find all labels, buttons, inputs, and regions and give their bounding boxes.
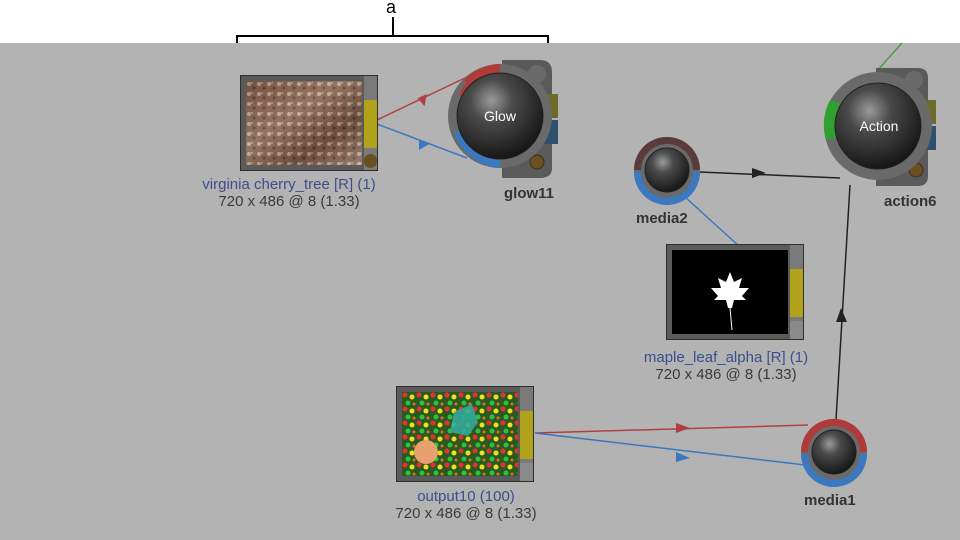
- clip-output-label: output10 (100) 720 x 486 @ 8 (1.33): [356, 488, 576, 522]
- clip-thumbnail: [402, 392, 518, 476]
- clip-maple-name: maple_leaf_alpha [R] (1): [643, 349, 809, 366]
- clip-side-tab[interactable]: [790, 245, 803, 339]
- clip-output10[interactable]: [396, 386, 534, 482]
- callout-area: a: [0, 0, 960, 58]
- clip-maple-label: maple_leaf_alpha [R] (1) 720 x 486 @ 8 (…: [612, 349, 840, 383]
- clip-cherry-info: 720 x 486 @ 8 (1.33): [218, 193, 360, 210]
- callout-letter: a: [386, 0, 397, 17]
- clip-maple-info: 720 x 486 @ 8 (1.33): [655, 366, 797, 383]
- cherry-tree-image: [246, 81, 362, 165]
- clip-thumbnail: [246, 81, 362, 165]
- clip-cherry-label: virginia cherry_tree [R] (1) 720 x 486 @…: [184, 176, 394, 210]
- maple-leaf-image: [711, 272, 749, 331]
- clip-side-tab[interactable]: [364, 76, 377, 170]
- glow-node-name: glow11: [504, 185, 555, 202]
- clip-cherry-name: virginia cherry_tree [R] (1): [202, 176, 376, 193]
- clip-output-info: 720 x 486 @ 8 (1.33): [395, 505, 537, 522]
- output-image: [402, 392, 518, 476]
- callout-stem: [392, 17, 394, 35]
- clip-thumbnail: [672, 250, 788, 334]
- clip-side-tab[interactable]: [520, 387, 533, 481]
- action-node-name: action6: [884, 193, 937, 210]
- clip-output-name: output10 (100): [417, 488, 515, 505]
- media1-node-name: media1: [804, 492, 856, 509]
- clip-maple-leaf-alpha[interactable]: [666, 244, 804, 340]
- media2-node-name: media2: [636, 210, 688, 227]
- clip-virginia-cherry-tree[interactable]: [240, 75, 378, 171]
